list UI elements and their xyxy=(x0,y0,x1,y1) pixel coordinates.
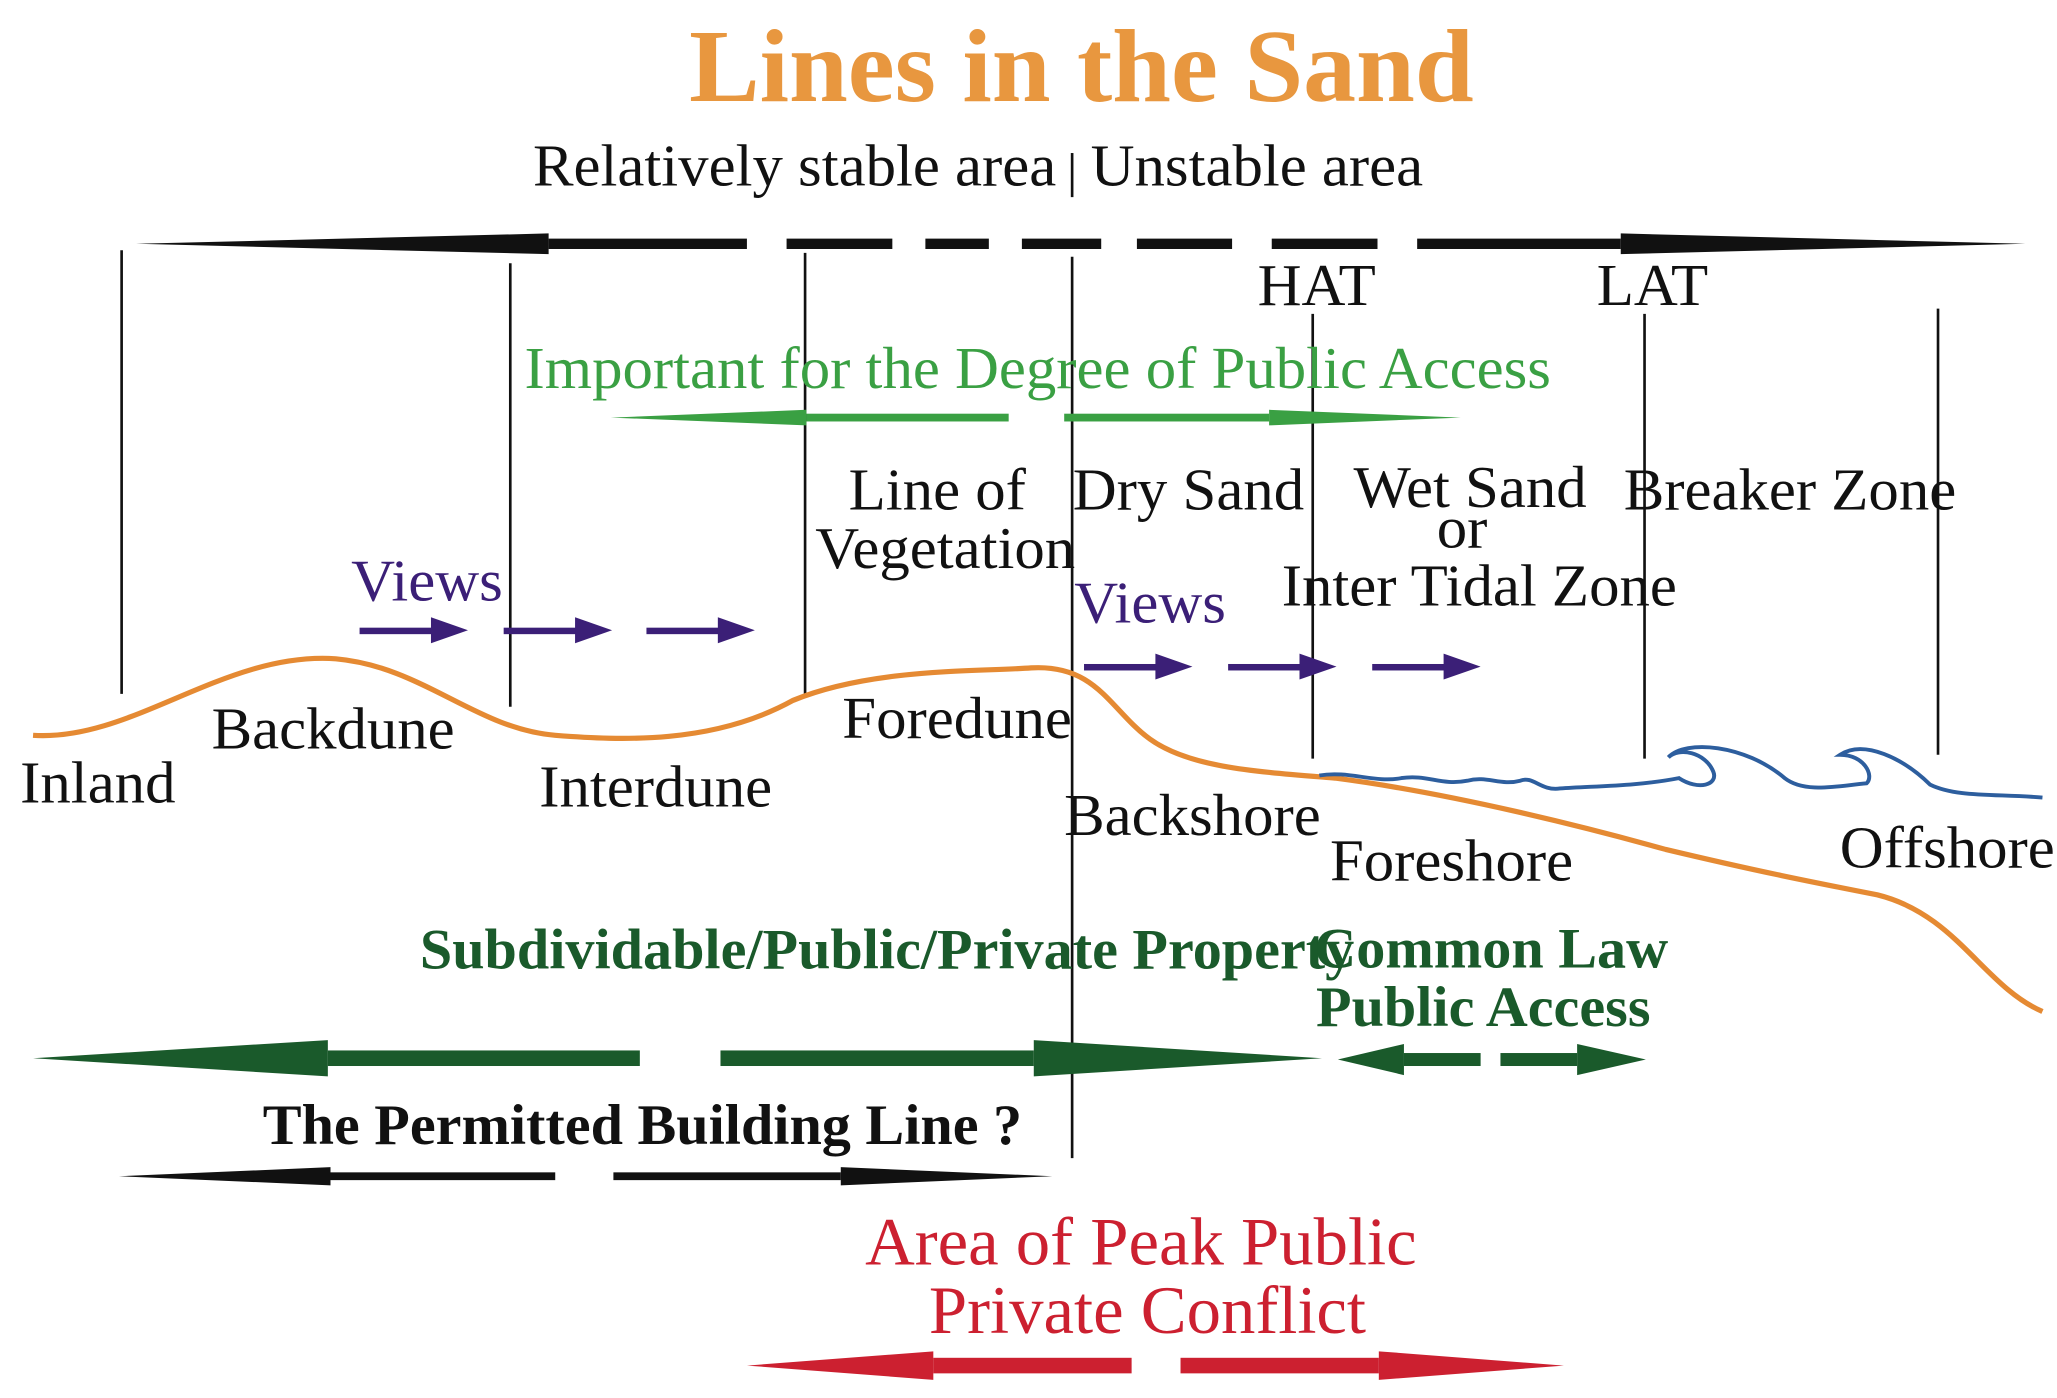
property-arrow xyxy=(33,1040,1322,1077)
views-arrows-left xyxy=(359,617,755,644)
foreshore-label: Foreshore xyxy=(1330,828,1573,894)
offshore-label: Offshore xyxy=(1840,815,2055,881)
stable-area-label: Relatively stable area xyxy=(533,133,1056,199)
lat-label: LAT xyxy=(1597,252,1708,318)
conflict-arrow xyxy=(746,1351,1564,1380)
conflict-label-2: Private Conflict xyxy=(929,1273,1366,1348)
sand-profile-line xyxy=(32,655,2044,1014)
diagram-title: Lines in the Sand xyxy=(689,9,1474,124)
dry-sand-label: Dry Sand xyxy=(1073,457,1304,523)
line-of-vegetation-label-2: Vegetation xyxy=(815,516,1075,582)
line-of-vegetation-label-1: Line of xyxy=(849,457,1027,523)
property-label: Subdividable/Public/Private Property xyxy=(420,919,1355,981)
foredune-label: Foredune xyxy=(842,685,1072,751)
building-line-label: The Permitted Building Line ? xyxy=(263,1094,1022,1156)
hat-label: HAT xyxy=(1258,252,1376,318)
views-label-right: Views xyxy=(1074,570,1226,636)
wet-sand-label-3: Inter Tidal Zone xyxy=(1282,553,1677,619)
public-access-label: Important for the Degree of Public Acces… xyxy=(525,335,1551,401)
inland-label: Inland xyxy=(20,750,175,816)
common-law-label-2: Public Access xyxy=(1316,976,1650,1038)
common-law-label-1: Common Law xyxy=(1314,918,1668,980)
public-access-arrow xyxy=(610,409,1461,426)
wet-sand-label-1: Wet Sand xyxy=(1353,455,1586,521)
backshore-label: Backshore xyxy=(1064,783,1321,849)
views-label-left: Views xyxy=(351,548,503,614)
building-line-arrow xyxy=(118,1167,1053,1186)
breaker-zone-label: Breaker Zone xyxy=(1624,457,1957,523)
common-law-arrow xyxy=(1337,1043,1646,1076)
wet-sand-label-2: or xyxy=(1437,495,1488,561)
unstable-area-label: Unstable area xyxy=(1091,133,1424,199)
zone-boundary-lines xyxy=(120,250,1940,1159)
views-arrows-right xyxy=(1084,653,1481,680)
stability-arrow xyxy=(136,233,2026,255)
backdune-label: Backdune xyxy=(212,696,455,762)
water-surface-line xyxy=(1318,745,2043,800)
conflict-label-1: Area of Peak Public xyxy=(865,1204,1417,1279)
interdune-label: Interdune xyxy=(539,754,772,820)
